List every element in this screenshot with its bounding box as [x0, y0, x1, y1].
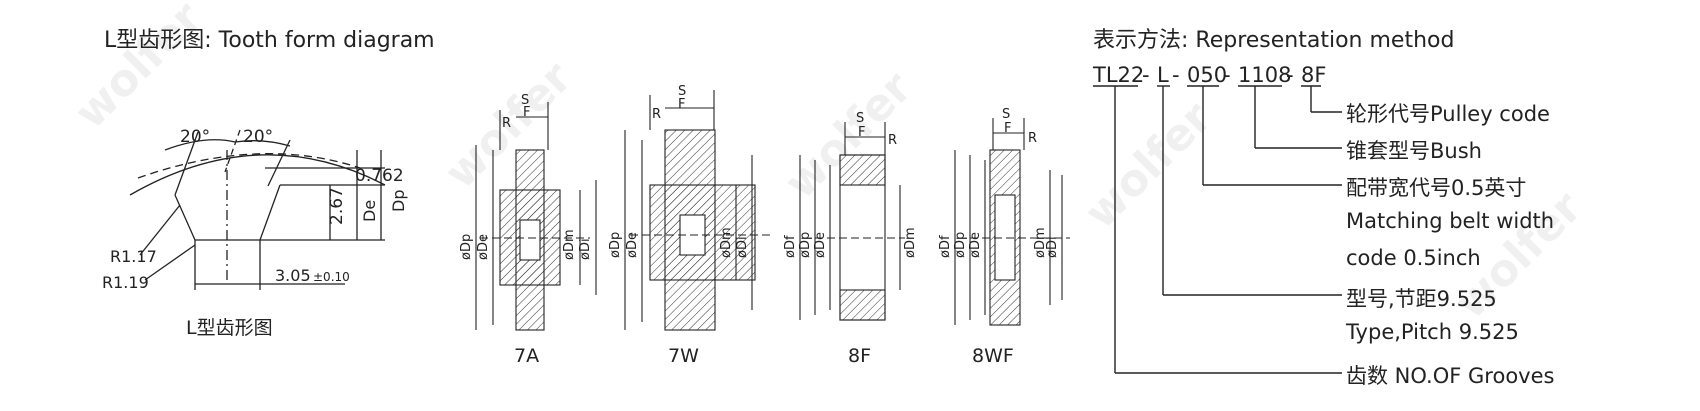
7w-de-label: øDe: [625, 232, 640, 258]
7w-f-label: F: [678, 97, 685, 112]
belt-width-cn-label: 配带宽代号0.5英寸: [1346, 176, 1527, 200]
8wf-di-label: øDi: [1045, 236, 1060, 258]
7a-dm-label: øDm: [562, 229, 577, 260]
7a-di-label: øDi: [578, 238, 593, 260]
dim-0762-label: 0.762: [355, 166, 404, 186]
r119-label: R1.19: [102, 273, 149, 292]
7w-r-label: R: [652, 107, 661, 122]
tooth-form-drawing: [129, 129, 386, 290]
pulley-code-label: 轮形代号Pulley code: [1346, 102, 1550, 126]
type-pitch-en-label: Type,Pitch 9.525: [1346, 320, 1519, 344]
code-leader-lines: [1093, 85, 1342, 374]
8wf-r-label: R: [1028, 131, 1037, 146]
8wf-f-label: F: [1004, 121, 1011, 136]
dp-label: Dp: [389, 190, 408, 212]
7a-f-label: F: [523, 105, 530, 120]
code-dash: -: [1286, 63, 1294, 87]
representation-title: 表示方法: Representation method: [1093, 28, 1455, 53]
dim-267-label: 2.67: [327, 187, 347, 225]
type-pitch-cn-label: 型号,节距9.525: [1346, 287, 1497, 311]
8wf-caption: 8WF: [972, 345, 1014, 367]
type-7w-drawing: [624, 90, 770, 331]
type-8f-drawing: [799, 122, 905, 321]
code-part-050: 050: [1187, 63, 1227, 87]
grooves-label: 齿数 NO.OF Grooves: [1346, 364, 1555, 388]
8f-dm-label: øDm: [903, 227, 918, 258]
8f-r-label: R: [888, 133, 897, 148]
8wf-df-label: øDf: [938, 235, 953, 258]
8f-df-label: øDf: [783, 235, 798, 258]
8f-dp-label: øDp: [798, 232, 813, 258]
code-dash: -: [1172, 63, 1180, 87]
8wf-dp-label: øDp: [953, 232, 968, 258]
de-label: De: [360, 200, 379, 222]
7w-caption: 7W: [668, 345, 699, 367]
type-8wf-drawing: [954, 118, 1070, 326]
bush-label: 锥套型号Bush: [1346, 139, 1482, 163]
7a-s-label: S: [521, 93, 529, 108]
tooth-form-caption: L型齿形图: [186, 317, 273, 339]
8f-s-label: S: [856, 111, 864, 126]
7w-s-label: S: [678, 84, 686, 99]
7w-dm-label: øDm: [719, 227, 734, 258]
7a-caption: 7A: [514, 345, 539, 367]
7w-dp-label: øDp: [608, 232, 623, 258]
r117-label: R1.17: [110, 247, 157, 266]
belt-width-code-label: code 0.5inch: [1346, 246, 1481, 270]
belt-width-en-label: Matching belt width: [1346, 209, 1555, 233]
code-part-l: L: [1157, 63, 1169, 87]
tooth-form-title: L型齿形图: Tooth form diagram: [104, 28, 435, 53]
7a-de-label: øDe: [476, 234, 491, 260]
type-7a-drawing: [475, 102, 597, 331]
code-part-8f: 8F: [1301, 63, 1326, 87]
8f-caption: 8F: [848, 345, 871, 367]
7w-di-label: øDi: [735, 236, 750, 258]
8wf-dm-label: øDm: [1033, 227, 1048, 258]
7a-dp-label: øDp: [459, 234, 474, 260]
8f-f-label: F: [858, 125, 865, 140]
code-part-tl22: TL22: [1092, 63, 1144, 87]
code-part-1108: 1108: [1238, 63, 1291, 87]
7a-r-label: R: [502, 116, 511, 131]
angle-right-label: 20°: [243, 127, 273, 147]
angle-left-label: 20°: [180, 127, 210, 147]
width-tol-label: ±0.10: [313, 270, 350, 284]
code-string: TL22 - L - 050 - 1108 - 8F: [1092, 63, 1326, 87]
code-dash: -: [1142, 63, 1150, 87]
code-dash: -: [1223, 63, 1231, 87]
8wf-s-label: S: [1002, 107, 1010, 122]
width-main-label: 3.05: [275, 266, 311, 285]
8wf-de-label: øDe: [968, 232, 983, 258]
8f-de-label: øDe: [813, 232, 828, 258]
